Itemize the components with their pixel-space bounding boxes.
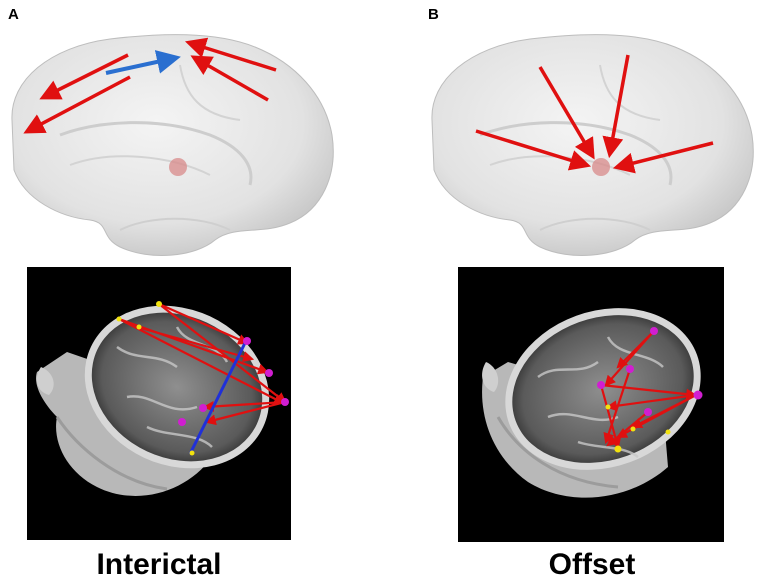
caption-interictal: Interictal	[96, 548, 222, 581]
brain-medial-view-b	[420, 25, 765, 265]
mri-3d-render-b	[458, 267, 724, 542]
caption-offset: Offset	[548, 548, 636, 581]
mri-3d-render-a	[27, 267, 291, 540]
roi-dot	[169, 158, 187, 176]
brain-medial-view-a	[0, 25, 340, 265]
roi-dot	[592, 158, 610, 176]
brain-outline	[11, 34, 334, 256]
panel-label-a: A	[8, 6, 19, 23]
panel-label-b: B	[428, 6, 439, 23]
